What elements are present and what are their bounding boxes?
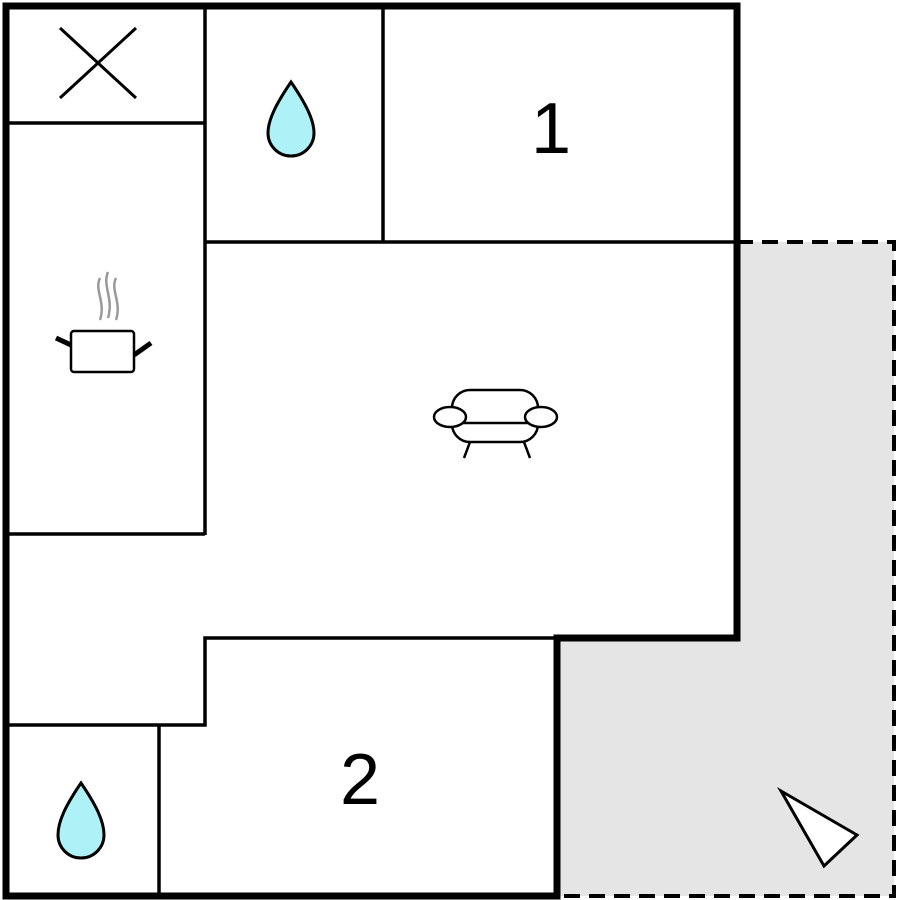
north-arrow-icon: [776, 786, 860, 869]
terrace-dashed-border: [557, 240, 896, 898]
sofa-icon: [432, 388, 559, 459]
room-label-2: 2: [340, 740, 380, 820]
room-label-1: 1: [531, 89, 571, 169]
exterior-wall: [2, 2, 741, 900]
cross-icon: [58, 26, 138, 100]
terrace-area: [557, 242, 894, 896]
water-drop-icon: [266, 79, 316, 158]
cooking-pot-icon: [54, 271, 153, 374]
water-drop-icon: [56, 780, 106, 860]
interior-walls: [8, 6, 737, 896]
